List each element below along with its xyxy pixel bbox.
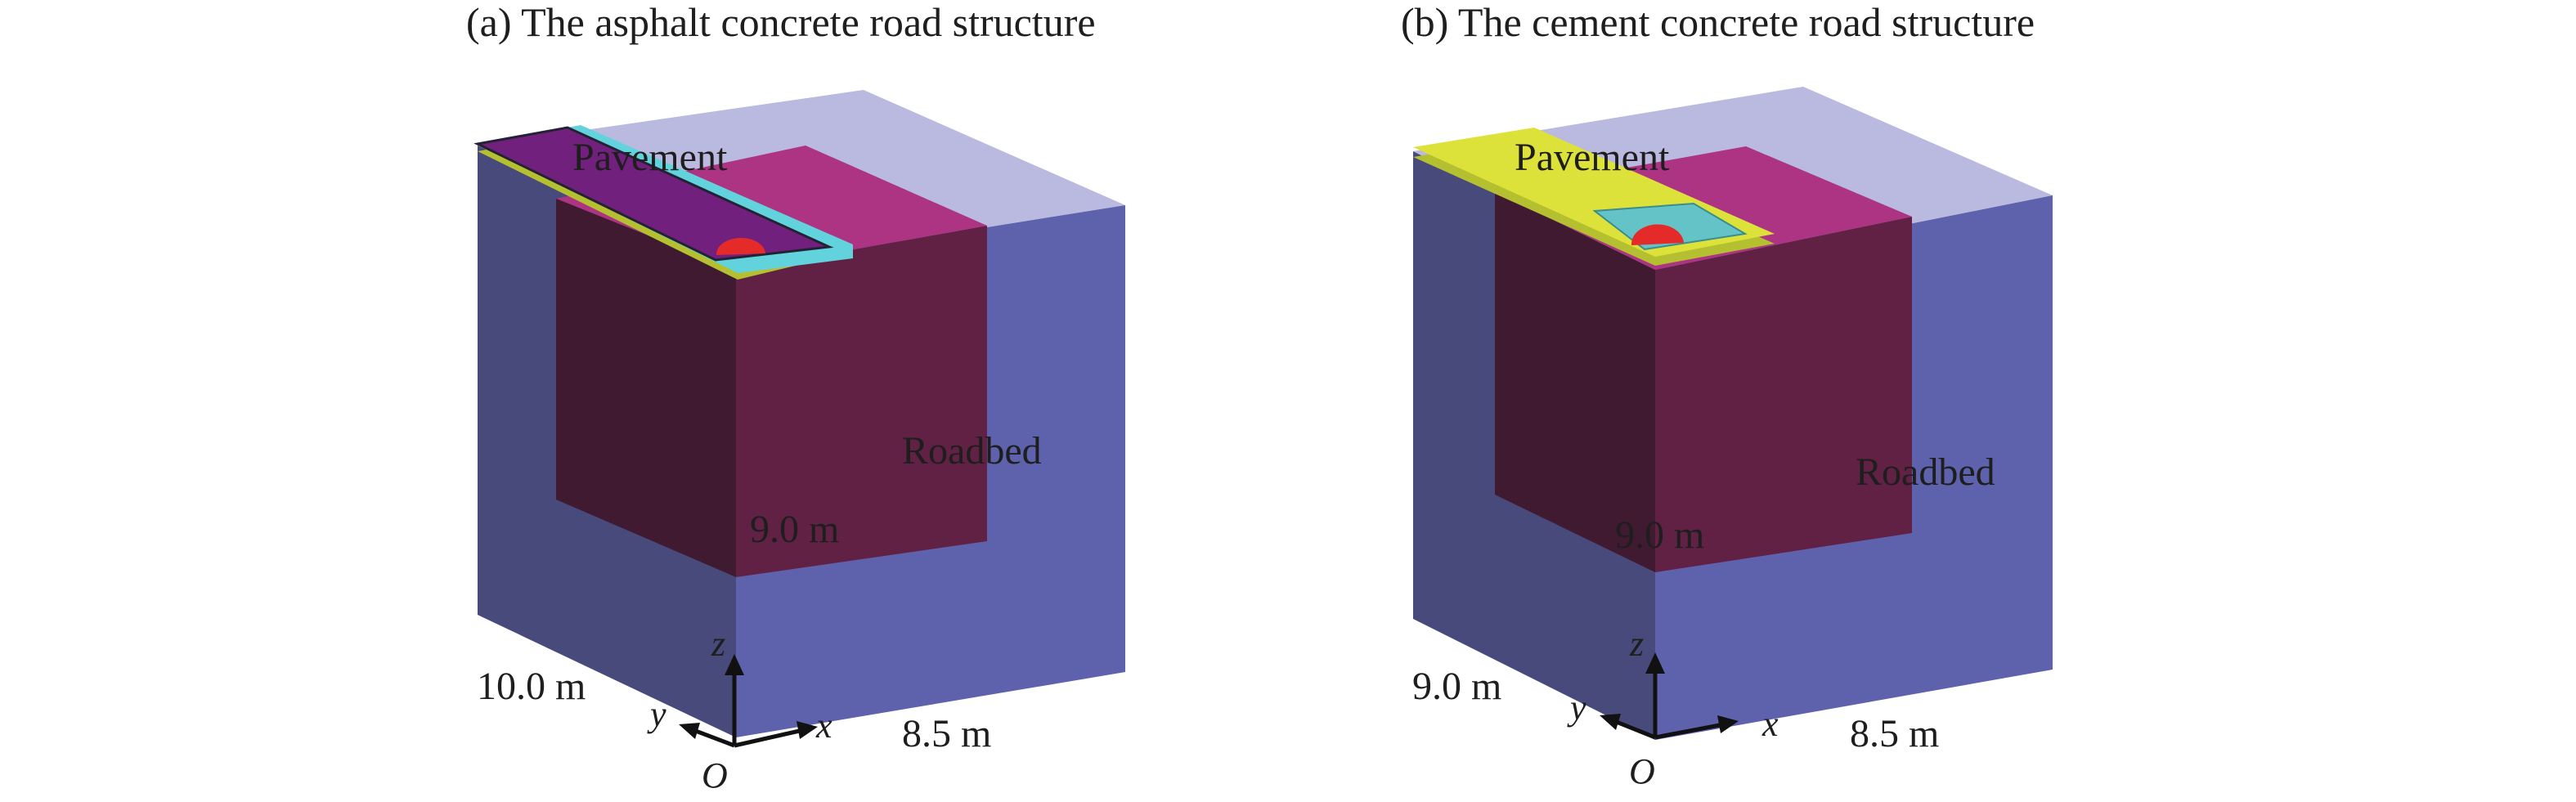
panel-a-left-dim-label: 10.0 m [477, 665, 586, 708]
panel-a-y-axis [693, 728, 735, 748]
panel-b-y-axis [1613, 719, 1656, 740]
panel-a-x-arrowhead [797, 721, 818, 739]
panel-a-pavement-label: Pavement [572, 136, 728, 179]
panel-b-origin-label: O [1629, 751, 1655, 791]
panel-a-origin-label: O [702, 755, 728, 795]
panel-a-right-dim-label: 8.5 m [902, 712, 991, 755]
panel-a-axis-triad [679, 654, 818, 748]
panel-a-title: (a) The asphalt concrete road structure [466, 0, 1096, 45]
panel-b-z-arrowhead [1645, 652, 1665, 674]
panel-b-x-axis [1654, 722, 1725, 740]
panel-b-cut-back-wall [1495, 191, 1655, 572]
panel-a-z-arrowhead [725, 654, 744, 675]
panel-a-axis-x-label: x [815, 706, 832, 746]
panel-a-depth-label: 9.0 m [750, 508, 839, 551]
panel-a-cut-right-wall [736, 226, 987, 577]
panel-b-cement-slab [1592, 202, 1748, 251]
panel-b-cut-right-wall [1655, 217, 1912, 572]
panel-a-load-marker [716, 237, 765, 255]
panel-b-axis-x-label: x [1761, 704, 1779, 744]
panel-b-load-marker [1631, 224, 1684, 245]
panel-a-x-axis [734, 728, 804, 748]
panel-a-axis-z-label: z [711, 624, 725, 664]
panel-b-axis-y-label: y [1567, 688, 1586, 728]
panel-b-title: (b) The cement concrete road structure [1401, 0, 2035, 45]
panel-b-pavement-label: Pavement [1515, 136, 1670, 179]
panel-a-cut-back-wall [556, 199, 736, 577]
panel-a-roadbed-label: Roadbed [902, 429, 1042, 473]
panel-b-axis-z-label: z [1629, 624, 1644, 664]
panel-a-axis-y-label: y [647, 694, 666, 734]
panel-a-pavement-asphalt-surface [473, 126, 834, 262]
panel-b-x-arrowhead [1717, 715, 1739, 733]
panel-b-axis-triad [1600, 652, 1739, 740]
panel-b-right-dim-label: 8.5 m [1850, 712, 1939, 755]
panel-b-roadbed-label: Roadbed [1856, 450, 1995, 494]
panel-b-left-dim-label: 9.0 m [1412, 665, 1501, 708]
panel-a: (a) The asphalt concrete road structure … [466, 0, 1125, 795]
panel-b-y-arrowhead [1600, 714, 1621, 730]
panel-b: (b) The cement concrete road structure P… [1401, 0, 2053, 791]
panel-b-depth-label: 9.0 m [1615, 513, 1704, 557]
panel-a-y-arrowhead [679, 723, 700, 739]
